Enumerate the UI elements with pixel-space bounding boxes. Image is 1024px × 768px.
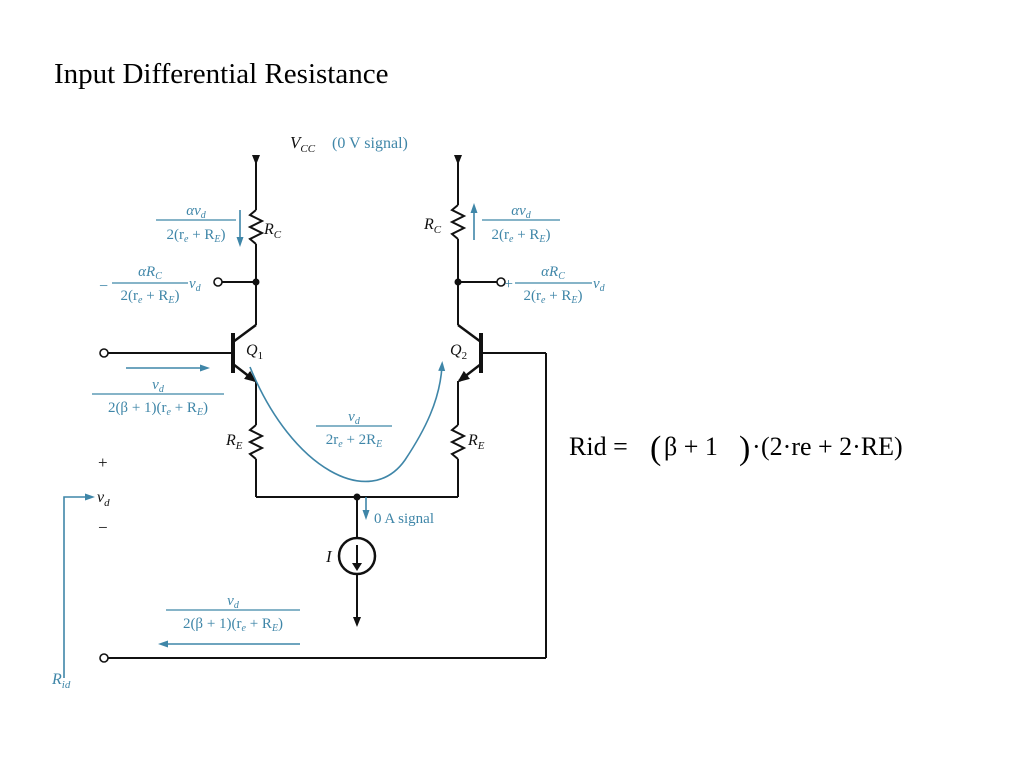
svg-text:αvd: αvd [186,203,207,221]
formula-dot: · [752,432,761,461]
rid-arrow [63,493,95,678]
re-left-resistor [247,424,265,460]
zero-signal-note: 0 A signal [374,511,434,527]
emitter-current-arc [249,361,446,483]
re-right-label: RE [467,432,485,452]
svg-text:2(re + RE): 2(re + RE) [491,227,550,245]
circuit-nodes [99,277,506,663]
svg-text:αvd: αvd [511,203,532,221]
rc-left-resistor [247,209,265,245]
svg-text:2re + 2RE: 2re + 2RE [326,432,383,450]
vd-minus-sign: − [98,518,108,537]
formula-term2: (2·re + 2·RE) [761,432,903,461]
q2-label: Q2 [450,342,467,362]
input-terminal-top [99,348,109,358]
formula-term1: β + 1 [664,432,718,461]
base-current-bottom-expr: vd 2(β + 1)(re + RE) [166,593,300,634]
svg-text:): ) [739,430,750,467]
svg-text:vd: vd [593,276,606,294]
emitter-current-expr: vd 2re + 2RE [316,409,392,450]
rid-label: Rid [51,671,71,691]
re-right-resistor [449,424,467,460]
svg-text:2(β + 1)(re + RE): 2(β + 1)(re + RE) [183,616,283,634]
annotation-arrows [63,203,478,678]
rc-left-label: RC [263,221,282,241]
rid-formula: Rid = ( β + 1 ) · (2·re + 2·RE) [569,430,903,467]
svg-text:vd: vd [189,276,202,294]
circuit-wiring [104,155,547,659]
output-left-expr: − αRC 2(re + RE) vd [99,264,202,306]
base-current-top-expr: vd 2(β + 1)(re + RE) [92,377,224,418]
rc-right-label: RC [423,216,442,236]
input-terminal-bottom [99,653,109,663]
svg-text:2(β + 1)(re + RE): 2(β + 1)(re + RE) [108,400,208,418]
vd-label: vd [97,489,110,509]
svg-text:−: − [99,278,108,295]
formula-lhs: Rid = [569,432,628,461]
slide-title: Input Differential Resistance [54,58,389,90]
rc-right-resistor [449,204,467,240]
current-source-arrow-icon [352,563,362,571]
svg-text:2(re + RE): 2(re + RE) [166,227,225,245]
svg-text:2(re + RE): 2(re + RE) [523,288,582,306]
re-left-label: RE [225,432,243,452]
vd-plus-sign: + [98,453,108,472]
svg-text:vd: vd [227,593,240,611]
svg-text:αRC: αRC [541,264,565,282]
svg-text:(: ( [650,430,661,467]
svg-text:+: + [504,276,513,293]
svg-text:2(re + RE): 2(re + RE) [120,288,179,306]
current-source-label: I [325,547,333,566]
vcc-label: VCC [290,133,316,155]
svg-text:vd: vd [348,409,361,427]
q1-label: Q1 [246,342,263,362]
output-right-expr: + αRC 2(re + RE) vd [504,264,606,306]
svg-text:αRC: αRC [138,264,162,282]
collector-current-left-expr: αvd 2(re + RE) [156,203,236,245]
vcc-signal-note: (0 V signal) [332,135,408,152]
collector-current-right-expr: αvd 2(re + RE) [482,203,560,245]
svg-text:vd: vd [152,377,165,395]
